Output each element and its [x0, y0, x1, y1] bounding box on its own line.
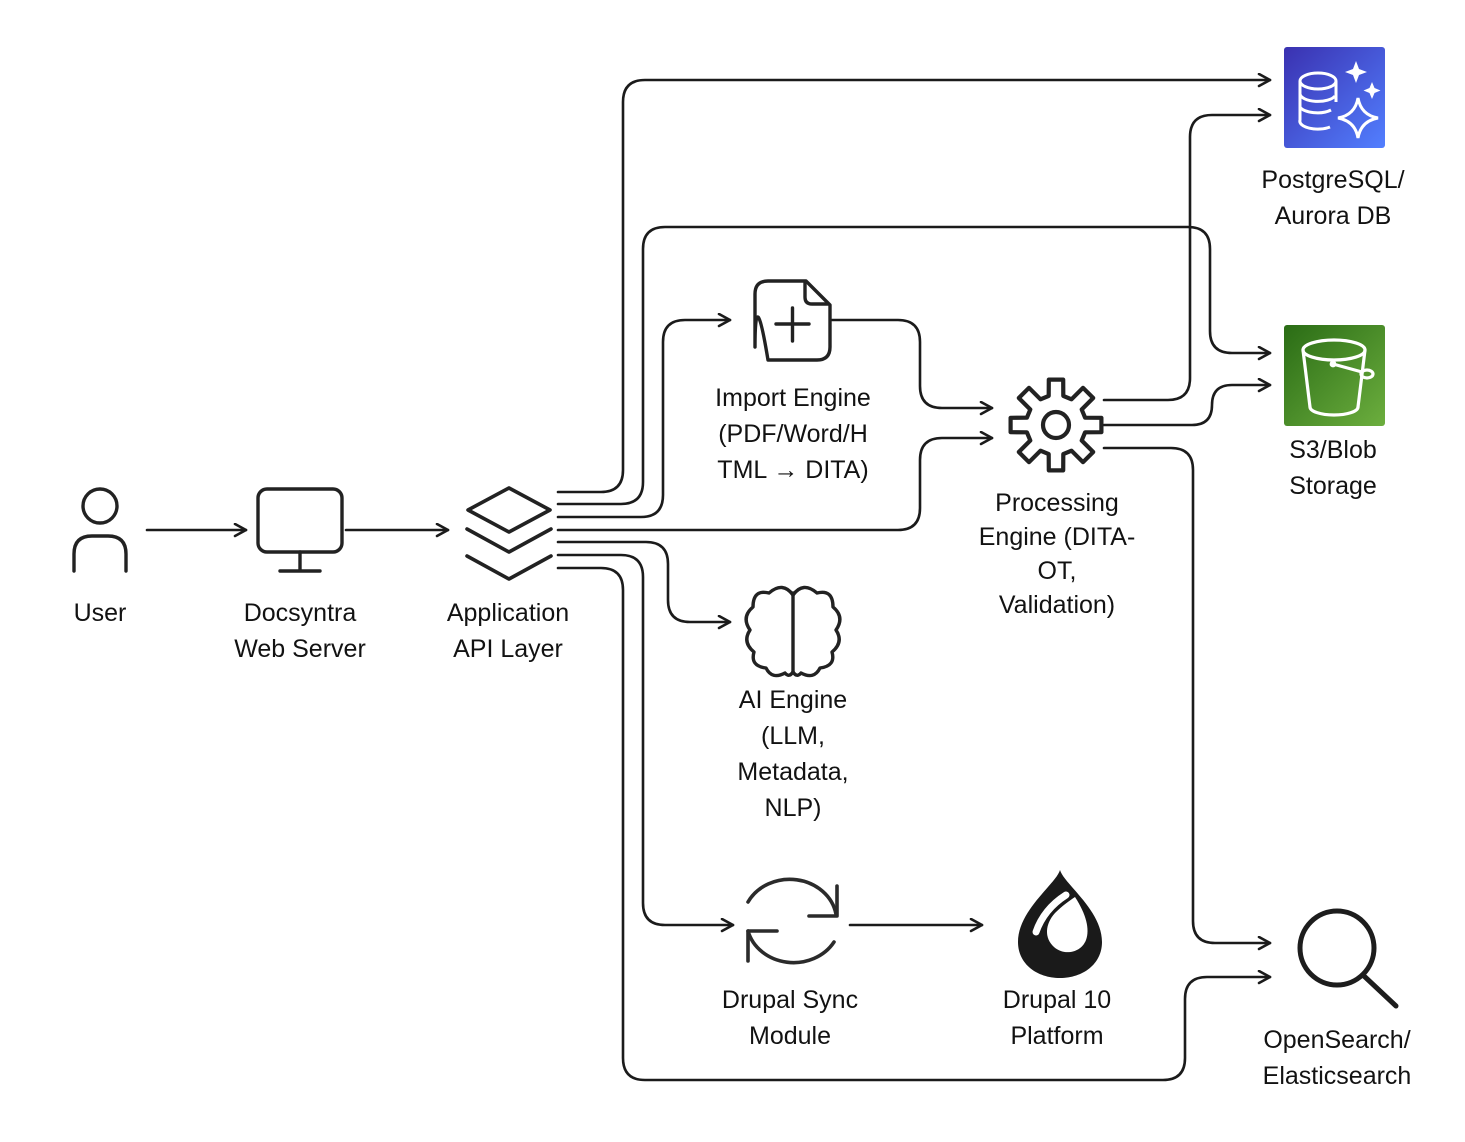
label-processing-engine: Processing Engine (DITA- OT, Validation) [978, 489, 1136, 619]
label-import-engine: Import Engine (PDF/Word/H TML → DITA) [715, 384, 871, 484]
label-drupal10: Drupal 10 Platform [1002, 986, 1112, 1050]
label-web-server: Docsyntra Web Server [234, 599, 366, 663]
edge-api-opensearch [556, 566, 1272, 1082]
edge-api-processing [556, 438, 994, 532]
person-icon [72, 487, 128, 573]
drupal-logo-icon [1018, 870, 1102, 978]
label-user: User [73, 599, 127, 627]
layers-icon [465, 486, 553, 581]
edge-api-import [556, 320, 732, 519]
label-ai-engine: AI Engine (LLM, Metadata, NLP) [737, 686, 849, 822]
edge-api-postgres [556, 80, 1272, 494]
monitor-icon [256, 487, 344, 573]
edge-api-s3 [556, 225, 1272, 506]
file-plus-icon [753, 279, 832, 362]
edge-api-ai [556, 540, 732, 622]
bucket-icon [1284, 325, 1385, 426]
database-sparkle-icon [1284, 47, 1385, 148]
label-s3: S3/Blob Storage [1289, 436, 1377, 500]
label-opensearch: OpenSearch/ Elasticsearch [1262, 1026, 1412, 1090]
edge-api-drupalsync [556, 553, 735, 925]
magnifier-icon [1297, 908, 1399, 1009]
sync-icon [746, 877, 839, 965]
label-drupal-sync: Drupal Sync Module [721, 986, 859, 1050]
edge-processing-s3 [1102, 385, 1272, 427]
edge-processing-opensearch [1102, 446, 1272, 943]
edge-processing-postgres [1102, 115, 1272, 402]
edge-import-processing [830, 318, 994, 408]
label-api-layer: Application API Layer [446, 599, 570, 663]
brain-icon [744, 585, 842, 678]
gear-icon [1008, 377, 1104, 473]
label-postgres: PostgreSQL/ Aurora DB [1261, 166, 1405, 230]
